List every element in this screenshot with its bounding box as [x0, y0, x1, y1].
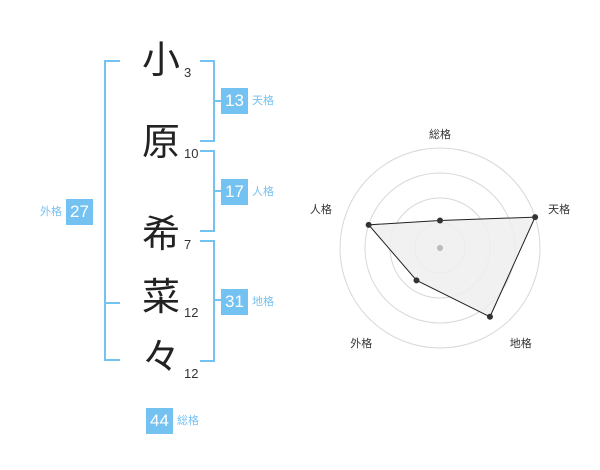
name-char-1: 小 — [141, 38, 180, 82]
radar-axis-label-1: 総格 — [429, 127, 451, 141]
gaikaku-label: 外格 — [40, 205, 62, 218]
name-char-2: 原 — [141, 120, 180, 164]
radar-axis-label-4: 外格 — [350, 336, 372, 350]
radar-point-2 — [532, 214, 539, 221]
chikaku-bracket — [200, 240, 215, 362]
gaikaku-bracket-top — [104, 60, 120, 304]
jinkaku-label: 人格 — [252, 185, 274, 198]
stroke-count-4: 12 — [184, 305, 199, 320]
soukaku-label: 総格 — [177, 414, 199, 427]
tenkaku-connector — [213, 100, 221, 102]
gaikaku-value: 27 — [66, 199, 93, 225]
radar-data-points — [365, 214, 539, 320]
name-char-4: 菜 — [141, 275, 180, 319]
soukaku-badge: 44 総格 — [146, 408, 199, 434]
tenkaku-label: 天格 — [252, 94, 274, 107]
radar-point-4 — [413, 277, 420, 284]
radar-axis-label-3: 地格 — [510, 336, 532, 350]
stroke-count-3: 7 — [184, 237, 192, 252]
chikaku-label: 地格 — [252, 295, 274, 308]
radar-point-1 — [437, 217, 443, 224]
radar-point-3 — [486, 313, 493, 320]
gaikaku-bracket-bottom — [104, 299, 120, 361]
tenkaku-value: 13 — [221, 88, 248, 114]
stroke-count-5: 12 — [184, 366, 199, 381]
stroke-count-1: 3 — [184, 65, 192, 80]
jinkaku-value: 17 — [221, 179, 248, 205]
stroke-count-2: 10 — [184, 146, 199, 161]
name-char-5: 々 — [141, 335, 180, 379]
name-char-3: 希 — [141, 212, 180, 256]
jinkaku-badge: 17 人格 — [221, 179, 274, 205]
soukaku-value: 44 — [146, 408, 173, 434]
gaikaku-badge: 外格 27 — [40, 199, 93, 225]
radar-grid-ring-4 — [339, 147, 541, 349]
chikaku-value: 31 — [221, 289, 248, 315]
chikaku-connector — [213, 299, 221, 301]
radar-point-5 — [365, 221, 372, 228]
chikaku-badge: 31 地格 — [221, 289, 274, 315]
radar-axis-label-2: 天格 — [548, 202, 570, 216]
tenkaku-badge: 13 天格 — [221, 88, 274, 114]
radar-data-polygon — [367, 216, 536, 318]
radar-axis-label-5: 人格 — [310, 202, 332, 216]
jinkaku-connector — [213, 190, 221, 192]
radar-center-dot — [437, 245, 443, 251]
